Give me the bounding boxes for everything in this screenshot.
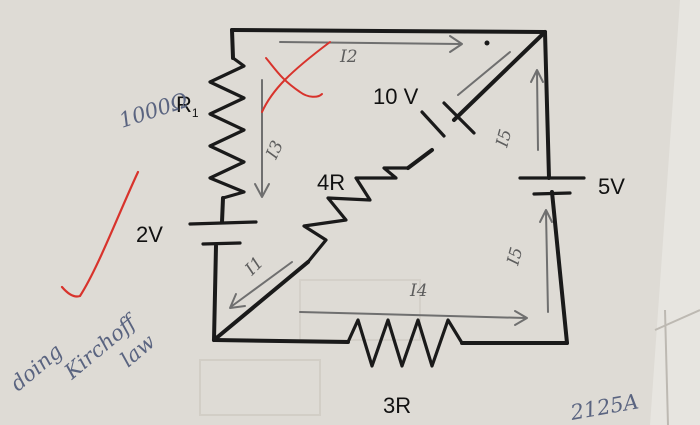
resistor-4r-label: 4R	[317, 170, 345, 195]
resistor-r1	[208, 56, 246, 200]
battery-5v	[518, 176, 586, 196]
current-i4-label: I4	[409, 281, 428, 301]
battery-2v-label: 2V	[136, 222, 163, 247]
current-i5-lower-label: I5	[503, 245, 527, 268]
red-check-mark-icon	[60, 170, 140, 298]
battery-10v-label: 10 V	[373, 84, 419, 109]
battery-2v	[188, 220, 258, 246]
resistor-3r	[346, 318, 464, 368]
current-i2-label: I2	[339, 47, 358, 67]
current-i5-upper-label: I5	[492, 127, 516, 150]
battery-5v-label: 5V	[598, 174, 625, 199]
red-cross-mark-icon	[261, 41, 331, 113]
r1-label: R1	[176, 92, 199, 120]
junction-dot	[484, 40, 490, 46]
resistor-4r	[302, 166, 410, 264]
battery-10v	[420, 101, 476, 138]
current-arrows	[229, 35, 553, 326]
resistor-3r-label: 3R	[383, 393, 411, 418]
circuit-wires	[212, 28, 569, 345]
